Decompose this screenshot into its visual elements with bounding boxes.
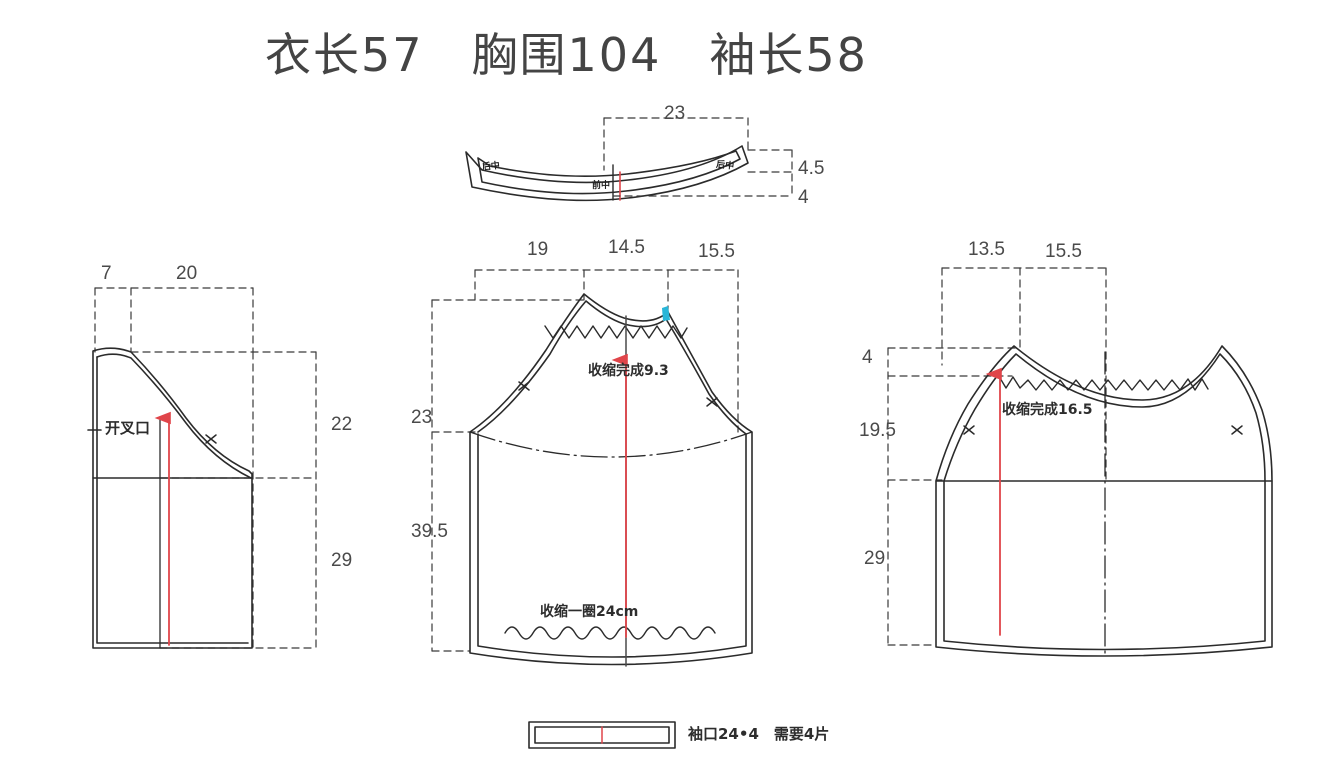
back-neck-drop-label: 4 — [862, 347, 873, 368]
collar-center-label: 前中 — [592, 181, 611, 191]
sleeve-cap-left-label: 7 — [101, 263, 112, 284]
back-outline — [935, 345, 1273, 657]
collar-outline — [465, 145, 749, 202]
sleeve-slit-label: 开叉口 — [105, 419, 151, 437]
front-armhole-depth-label: 23 — [411, 407, 433, 428]
front-shoulder-left-label: 19 — [527, 239, 549, 260]
front-body-length-label: 39.5 — [411, 521, 448, 542]
front-hem-gather-label: 收缩一圈24cm — [540, 604, 639, 620]
sleeve-construction — [94, 287, 317, 649]
back-shoulder-right-label: 15.5 — [1045, 241, 1082, 262]
front-neck-gather-wave — [544, 325, 688, 339]
back-armhole-depth-label: 19.5 — [859, 420, 896, 441]
collar-height-inner-label: 4 — [798, 187, 809, 208]
front-hem-gather-wave — [504, 626, 716, 640]
cuff-note-label: 袖口24•4 需要4片 — [688, 725, 830, 743]
back-neck-gather-wave — [999, 376, 1209, 391]
sleeve-upper-height-label: 22 — [331, 414, 353, 435]
collar-left-end-label: 后中 — [481, 161, 501, 173]
collar-height-outer-label: 4.5 — [798, 158, 825, 179]
back-construction — [887, 267, 1107, 646]
back-body-length-label: 29 — [864, 548, 886, 569]
front-neck-gather-label: 收缩完成9.3 — [588, 363, 669, 379]
sleeve-lower-height-label: 29 — [331, 550, 353, 571]
back-shoulder-left-label: 13.5 — [968, 239, 1005, 260]
page-title: 衣长57 胸围104 袖长58 — [265, 28, 868, 82]
back-neck-gather-label: 收缩完成16.5 — [1002, 402, 1093, 418]
sleeve-outline — [92, 347, 253, 649]
collar-right-end-label: 后中 — [715, 160, 735, 172]
sleeve-cap-right-label: 20 — [176, 263, 198, 284]
front-bust-line — [469, 431, 753, 458]
shoulder-marker-icon — [662, 306, 670, 321]
front-shoulder-right-label: 15.5 — [698, 241, 735, 262]
collar-width-label: 23 — [664, 103, 686, 124]
front-neck-width-label: 14.5 — [608, 237, 645, 258]
